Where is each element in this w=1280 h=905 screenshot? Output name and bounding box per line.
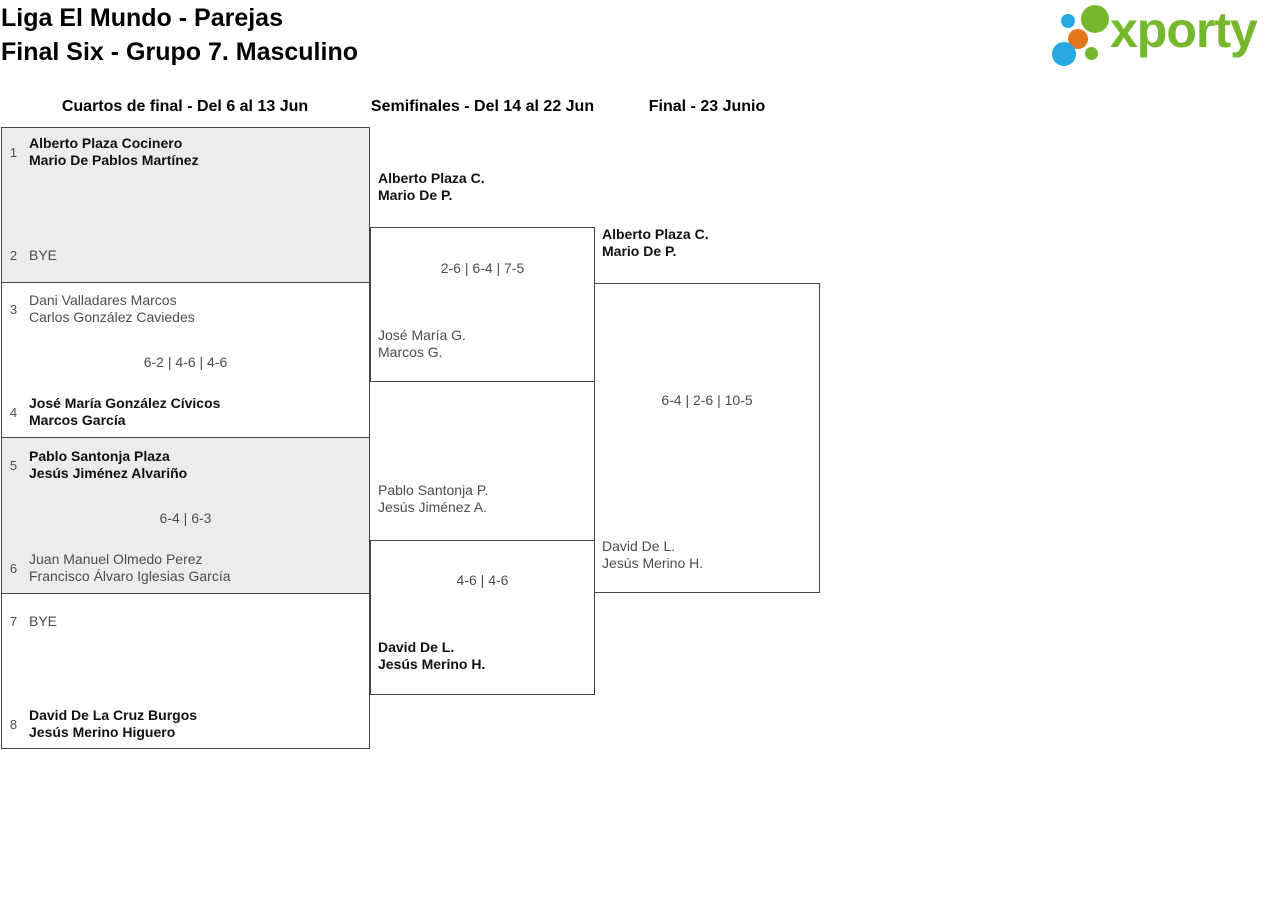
logo-dot-orange bbox=[1068, 29, 1088, 49]
page-title: Liga El Mundo - Parejas Final Six - Grup… bbox=[1, 1, 358, 69]
team-names: BYE bbox=[29, 613, 57, 630]
logo-dot-blue-small bbox=[1061, 14, 1075, 28]
team-name-line: Alberto Plaza Cocinero bbox=[29, 135, 183, 151]
page-title-line-1: Liga El Mundo - Parejas bbox=[1, 4, 283, 32]
team-names: Alberto Plaza Cocinero Mario De Pablos M… bbox=[29, 135, 199, 169]
team-name-line: Alberto Plaza C. bbox=[378, 170, 485, 186]
team-name-line: Pablo Santonja P. bbox=[378, 482, 489, 498]
qf3-team-bottom: 6 Juan Manuel Olmedo Perez Francisco Álv… bbox=[1, 551, 231, 585]
round-header-final: Final - 23 Junio bbox=[648, 98, 766, 115]
match-box-final bbox=[594, 283, 820, 593]
team-name-line: Mario De P. bbox=[378, 187, 453, 203]
team-name-line: Alberto Plaza C. bbox=[602, 226, 709, 242]
match-box-qf1 bbox=[1, 127, 370, 283]
team-name-line: Mario De P. bbox=[602, 243, 677, 259]
logo-wordmark: xporty bbox=[1110, 2, 1258, 58]
qf3-seed-top: 5 bbox=[9, 457, 18, 473]
team-name-line: Jesús Merino H. bbox=[602, 555, 704, 571]
qf1-seed-top: 1 bbox=[9, 144, 18, 160]
round-header-semifinals: Semifinales - Del 14 al 22 Jun bbox=[370, 98, 595, 115]
round-header-quarterfinals: Cuartos de final - Del 6 al 13 Jun bbox=[61, 98, 309, 115]
final-team-top: Alberto Plaza C. Mario De P. bbox=[602, 226, 709, 260]
team-name-line: Dani Valladares Marcos bbox=[29, 292, 177, 308]
team-name-line: José María González Cívicos bbox=[29, 395, 221, 411]
team-name-line: Marcos G. bbox=[378, 344, 443, 360]
match-box-sf1 bbox=[370, 227, 595, 382]
qf4-seed-bottom: 8 bbox=[9, 716, 18, 732]
team-name-line: David De L. bbox=[602, 538, 676, 554]
team-name-line: BYE bbox=[29, 613, 58, 629]
qf1-seed-bottom: 2 bbox=[9, 248, 18, 263]
sf1-team-top: Alberto Plaza C. Mario De P. bbox=[378, 170, 485, 204]
sf2-team-top: Pablo Santonja P. Jesús Jiménez A. bbox=[378, 482, 488, 516]
team-names: Dani Valladares Marcos Carlos González C… bbox=[29, 292, 195, 326]
team-name-line: David De L. bbox=[378, 639, 455, 655]
final-score: 6-4 | 2-6 | 10-5 bbox=[661, 392, 753, 408]
team-names: José María González Cívicos Marcos Garcí… bbox=[29, 395, 220, 429]
logo-dot-green-small bbox=[1085, 47, 1098, 60]
team-name-line: David De La Cruz Burgos bbox=[29, 707, 198, 723]
team-name-line: Jesús Jiménez A. bbox=[378, 499, 487, 515]
qf1-team-bottom: 2 BYE bbox=[1, 247, 57, 264]
logo-dot-green-large bbox=[1081, 5, 1109, 33]
team-name-line: José María G. bbox=[378, 327, 466, 343]
sf2-score: 4-6 | 4-6 bbox=[456, 572, 509, 588]
xporty-logo[interactable]: xporty bbox=[1050, 2, 1278, 74]
qf1-team-top: 1 Alberto Plaza Cocinero Mario De Pablos… bbox=[1, 135, 199, 169]
match-box-qf4 bbox=[1, 593, 370, 749]
sf2-team-bottom: David De L. Jesús Merino H. bbox=[378, 639, 485, 673]
page-title-line-2: Final Six - Grupo 7. Masculino bbox=[1, 38, 358, 66]
qf4-team-bottom: 8 David De La Cruz Burgos Jesús Merino H… bbox=[1, 707, 197, 741]
qf3-score: 6-4 | 6-3 bbox=[159, 510, 212, 526]
team-names: Pablo Santonja Plaza Jesús Jiménez Alvar… bbox=[29, 448, 187, 482]
team-name-line: Jesús Merino H. bbox=[378, 656, 486, 672]
logo-dot-blue-large bbox=[1052, 42, 1076, 66]
team-name-line: Juan Manuel Olmedo Perez bbox=[29, 551, 203, 567]
qf2-seed-bottom: 4 bbox=[9, 404, 18, 420]
team-name-line: Marcos García bbox=[29, 412, 126, 428]
sf1-score: 2-6 | 6-4 | 7-5 bbox=[440, 260, 525, 276]
qf2-team-bottom: 4 José María González Cívicos Marcos Gar… bbox=[1, 395, 221, 429]
match-box-qf2 bbox=[1, 282, 370, 438]
match-box-qf3 bbox=[1, 437, 370, 594]
team-name-line: Carlos González Caviedes bbox=[29, 309, 195, 325]
qf2-team-top: 3 Dani Valladares Marcos Carlos González… bbox=[1, 292, 195, 326]
team-names: Juan Manuel Olmedo Perez Francisco Álvar… bbox=[29, 551, 231, 585]
team-names: David De La Cruz Burgos Jesús Merino Hig… bbox=[29, 707, 197, 741]
team-name-line: Jesús Jiménez Alvariño bbox=[29, 465, 188, 481]
qf3-team-top: 5 Pablo Santonja Plaza Jesús Jiménez Alv… bbox=[1, 448, 187, 482]
sf1-team-bottom: José María G. Marcos G. bbox=[378, 327, 466, 361]
qf4-team-top: 7 BYE bbox=[1, 613, 57, 630]
qf4-seed-top: 7 bbox=[9, 614, 18, 629]
match-box-sf2 bbox=[370, 540, 595, 695]
qf2-seed-top: 3 bbox=[9, 301, 18, 317]
team-name-line: Mario De Pablos Martínez bbox=[29, 152, 199, 168]
qf2-score: 6-2 | 4-6 | 4-6 bbox=[143, 354, 228, 370]
team-name-line: Jesús Merino Higuero bbox=[29, 724, 176, 740]
team-names: BYE bbox=[29, 247, 57, 264]
final-team-bottom: David De L. Jesús Merino H. bbox=[602, 538, 703, 572]
qf3-seed-bottom: 6 bbox=[9, 560, 18, 576]
team-name-line: BYE bbox=[29, 247, 58, 263]
team-name-line: Pablo Santonja Plaza bbox=[29, 448, 170, 464]
team-name-line: Francisco Álvaro Iglesias García bbox=[29, 568, 231, 584]
